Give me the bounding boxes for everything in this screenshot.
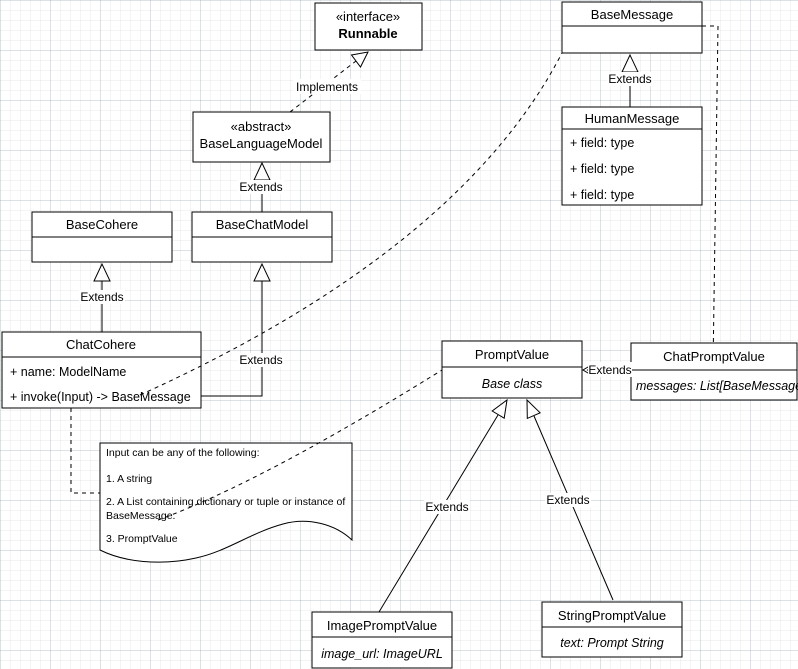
class-attribute: Base class bbox=[482, 377, 542, 391]
note-input-types: Input can be any of the following: 1. A … bbox=[99, 442, 353, 563]
class-field: + field: type bbox=[570, 162, 634, 176]
note-line: 1. A string bbox=[106, 473, 152, 485]
class-chatpromptvalue: ChatPromptValue messages: List[BaseMessa… bbox=[630, 342, 798, 401]
class-title: HumanMessage bbox=[585, 111, 680, 126]
class-chatcohere: ChatCohere + name: ModelName + invoke(In… bbox=[1, 331, 202, 409]
hollow-triangle-icon bbox=[621, 53, 639, 73]
extends-edge-chatcohere-basecohere bbox=[93, 262, 111, 332]
hollow-triangle-icon bbox=[526, 398, 541, 420]
edge-label-extends-chatcohere-basecohere: Extends bbox=[79, 290, 125, 304]
class-title: ImagePromptValue bbox=[327, 618, 437, 633]
class-title: BaseMessage bbox=[591, 7, 673, 22]
class-title: BaseCohere bbox=[66, 217, 138, 232]
class-humanmessage: HumanMessage + field: type + field: type… bbox=[561, 106, 703, 206]
note-line: 2. A List containing dictionary or tuple… bbox=[106, 496, 345, 508]
hollow-triangle-icon bbox=[253, 161, 271, 181]
class-stereotype: «abstract» bbox=[231, 119, 292, 134]
class-baselanguagemodel: «abstract» BaseLanguageModel bbox=[192, 111, 331, 163]
class-basemessage: BaseMessage bbox=[561, 1, 703, 54]
extends-edge-stringpromptvalue-promptvalue bbox=[526, 398, 614, 601]
class-attribute: image_url: ImageURL bbox=[321, 647, 443, 661]
svg-text:Extends: Extends bbox=[239, 353, 282, 367]
edge-label-implements: Implements bbox=[293, 79, 361, 94]
class-imagepromptvalue: ImagePromptValue image_url: ImageURL bbox=[311, 611, 453, 669]
svg-text:Extends: Extends bbox=[588, 363, 631, 377]
class-stereotype: «interface» bbox=[336, 9, 400, 24]
svg-text:Extends: Extends bbox=[425, 500, 468, 514]
svg-text:Extends: Extends bbox=[80, 290, 123, 304]
dashed-connector-basemessage-chatpromptvalue bbox=[702, 25, 719, 369]
class-title: BaseLanguageModel bbox=[200, 136, 323, 151]
edge-label-extends-chatpromptvalue: Extends bbox=[588, 362, 632, 377]
class-title: Runnable bbox=[338, 26, 397, 41]
class-title: StringPromptValue bbox=[558, 608, 666, 623]
class-promptvalue: PromptValue Base class bbox=[441, 340, 583, 399]
dashed-connector-chatcohere-basemessage bbox=[139, 52, 563, 396]
hollow-triangle-icon bbox=[350, 51, 369, 68]
hollow-triangle-icon bbox=[491, 398, 508, 420]
edge-label-extends-imagepromptvalue: Extends bbox=[424, 500, 470, 514]
note-line: BaseMessage. bbox=[106, 510, 175, 522]
svg-text:Extends: Extends bbox=[608, 72, 651, 86]
svg-text:Extends: Extends bbox=[239, 180, 282, 194]
class-title: PromptValue bbox=[475, 347, 549, 362]
class-attribute: text: Prompt String bbox=[560, 636, 664, 650]
class-field: + name: ModelName bbox=[10, 365, 126, 379]
hollow-triangle-icon bbox=[93, 262, 111, 282]
svg-text:Extends: Extends bbox=[546, 493, 589, 507]
class-title: ChatCohere bbox=[66, 337, 136, 352]
note-line: 3. PromptValue bbox=[106, 533, 178, 545]
dashed-connector-chatcohere-note bbox=[70, 408, 100, 494]
class-stringpromptvalue: StringPromptValue text: Prompt String bbox=[541, 601, 683, 658]
edge-label-extends-basechatmodel-blm: Extends bbox=[238, 180, 284, 194]
class-basecohere: BaseCohere bbox=[31, 211, 173, 263]
extends-edge-chatcohere-basechatmodel bbox=[201, 262, 271, 397]
class-attribute: messages: List[BaseMessage] bbox=[636, 379, 798, 393]
class-field: + field: type bbox=[570, 188, 634, 202]
edge-label-extends-humanmessage: Extends bbox=[607, 72, 653, 86]
class-field: + invoke(Input) -> BaseMessage bbox=[10, 390, 191, 404]
hollow-triangle-icon bbox=[253, 262, 271, 282]
edge-label-extends-stringpromptvalue: Extends bbox=[545, 493, 591, 507]
class-title: ChatPromptValue bbox=[663, 349, 765, 364]
svg-text:Implements: Implements bbox=[296, 80, 358, 94]
edge-label-extends-chatcohere-basechatmodel: Extends bbox=[238, 353, 284, 367]
class-runnable: «interface» Runnable bbox=[314, 2, 423, 51]
class-title: BaseChatModel bbox=[216, 217, 309, 232]
note-line: Input can be any of the following: bbox=[106, 447, 260, 459]
class-basechatmodel: BaseChatModel bbox=[191, 211, 333, 263]
class-field: + field: type bbox=[570, 136, 634, 150]
